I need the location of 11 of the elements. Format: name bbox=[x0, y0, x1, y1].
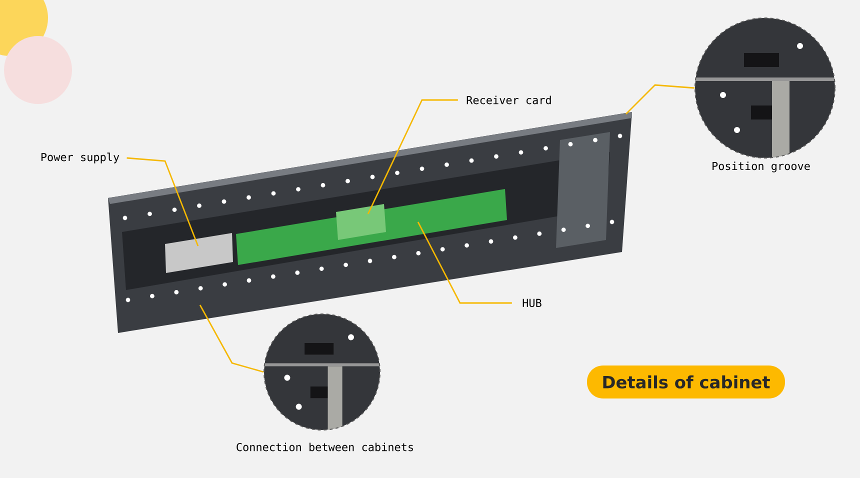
callout-label: Receiver card bbox=[466, 96, 551, 104]
detail-label: Connection between cabinets bbox=[236, 442, 413, 452]
detail-label: Position groove bbox=[712, 162, 810, 172]
title-badge: Details of cabinet bbox=[587, 366, 785, 398]
leader-line bbox=[199, 304, 264, 373]
leader-line bbox=[417, 222, 512, 304]
callout-label: Power supply bbox=[41, 152, 120, 164]
leader-line bbox=[367, 99, 458, 214]
callout-label: HUB bbox=[522, 298, 542, 308]
leader-line bbox=[626, 84, 695, 114]
leader-line bbox=[126, 157, 199, 246]
